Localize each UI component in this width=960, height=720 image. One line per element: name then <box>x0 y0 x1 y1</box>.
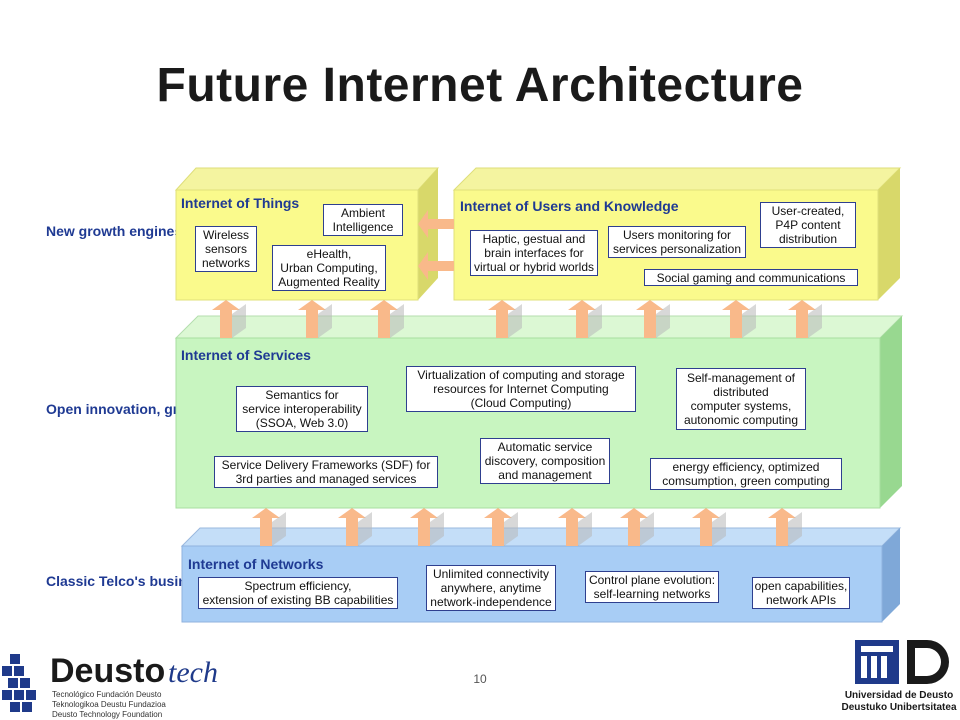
arrow-upper-1 <box>298 300 326 338</box>
box-spectrum-efficiency: Spectrum efficiency, extension of existi… <box>198 577 398 609</box>
arrow-lower-5 <box>620 508 648 546</box>
arrow-lower-5-shadow <box>640 512 654 546</box>
things-top <box>174 167 440 191</box>
users-top <box>452 167 902 191</box>
deusto-wordmark: Deusto <box>50 652 165 690</box>
box-self-management: Self-management of distributed computer … <box>676 368 806 430</box>
arrow-lower-1-shadow <box>358 512 372 546</box>
arrow-upper-3 <box>488 300 516 338</box>
tech-wordmark: tech <box>168 656 218 689</box>
arrow-upper-4 <box>568 300 596 338</box>
arrow-lower-0-shadow <box>272 512 286 546</box>
page-number: 10 <box>473 672 487 686</box>
box-sdf: Service Delivery Frameworks (SDF) for 3r… <box>214 456 438 488</box>
arrow-upper-7 <box>788 300 816 338</box>
arrow-upper-0 <box>212 300 240 338</box>
arrow-lower-6-shadow <box>712 512 726 546</box>
page-title: Future Internet Architecture <box>156 59 804 112</box>
arrow-lower-0 <box>252 508 280 546</box>
box-virtualization: Virtualization of computing and storage … <box>406 366 636 412</box>
things-title: Internet of Things <box>181 195 300 211</box>
box-automatic-discovery: Automatic service discovery, composition… <box>480 438 610 484</box>
services-title: Internet of Services <box>181 347 311 363</box>
arrow-lower-4-shadow <box>578 512 592 546</box>
box-energy-efficiency: energy efficiency, optimized comsumption… <box>650 458 842 490</box>
arrow-left-bottom <box>418 252 454 280</box>
users-title: Internet of Users and Knowledge <box>460 198 679 214</box>
university-name: Universidad de Deusto Deustuko Unibertsi… <box>841 690 957 713</box>
arrow-upper-6 <box>722 300 750 338</box>
arrow-lower-4 <box>558 508 586 546</box>
label-new-growth: New growth engines <box>46 223 183 239</box>
arrows-group <box>212 210 822 546</box>
arrow-lower-2-shadow <box>430 512 444 546</box>
pixel-mark-icon <box>2 654 36 712</box>
arrow-lower-2 <box>410 508 438 546</box>
arrow-upper-4-shadow <box>588 304 602 338</box>
arrow-lower-7 <box>768 508 796 546</box>
arrow-upper-2-shadow <box>390 304 404 338</box>
box-social-gaming: Social gaming and communications <box>644 269 858 286</box>
arrow-left-top <box>418 210 454 238</box>
arrow-upper-5-shadow <box>656 304 670 338</box>
d-letter-icon <box>907 640 949 684</box>
deusto-foundation-text: Tecnológico Fundación Deusto Teknologiko… <box>52 690 166 719</box>
box-user-created: User-created, P4P content distribution <box>760 202 856 248</box>
arrow-upper-7-shadow <box>808 304 822 338</box>
arrow-upper-1-shadow <box>318 304 332 338</box>
users-side <box>878 168 900 300</box>
arrow-lower-1 <box>338 508 366 546</box>
arrow-lower-3 <box>484 508 512 546</box>
box-haptic-interfaces: Haptic, gestual and brain interfaces for… <box>470 230 598 276</box>
services-top <box>174 315 904 339</box>
box-open-capabilities: open capabilities, network APIs <box>752 577 850 609</box>
box-ehealth: eHealth, Urban Computing, Augmented Real… <box>272 245 386 291</box>
box-unlimited-connectivity: Unlimited connectivity anywhere, anytime… <box>426 565 556 611</box>
arrow-lower-3-shadow <box>504 512 518 546</box>
arrow-upper-3-shadow <box>508 304 522 338</box>
arrow-upper-2 <box>370 300 398 338</box>
services-side <box>880 316 902 508</box>
networks-title: Internet of Networks <box>188 556 324 572</box>
arrow-upper-5 <box>636 300 664 338</box>
box-wireless-sensors: Wireless sensors networks <box>195 226 257 272</box>
university-logo <box>855 640 949 684</box>
box-semantics: Semantics for service interoperability (… <box>236 386 368 432</box>
arrow-lower-6 <box>692 508 720 546</box>
deusto-tech-logo: Deusto tech <box>2 652 218 712</box>
arrow-upper-6-shadow <box>742 304 756 338</box>
box-ambient-intelligence: Ambient Intelligence <box>323 204 403 236</box>
arrow-upper-0-shadow <box>232 304 246 338</box>
networks-side <box>882 528 900 622</box>
box-users-monitoring: Users monitoring for services personaliz… <box>608 226 746 258</box>
box-control-plane: Control plane evolution: self-learning n… <box>585 571 719 603</box>
arrow-lower-7-shadow <box>788 512 802 546</box>
